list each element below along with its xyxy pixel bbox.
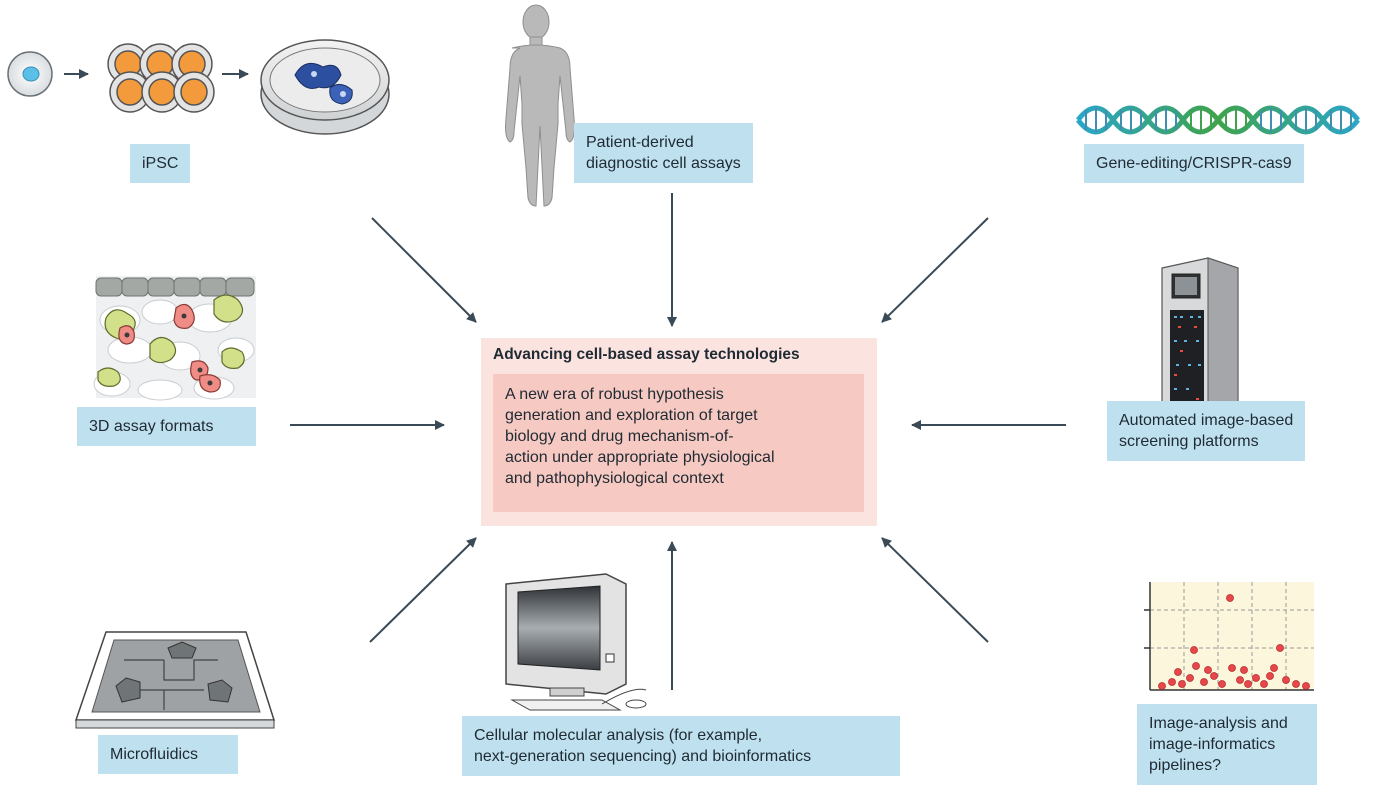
arrow-crispr — [881, 217, 989, 323]
label-automated-screening: Automated image-based screening platform… — [1107, 401, 1306, 461]
label-microfluidics: Microfluidics — [98, 735, 238, 774]
ipsc-illustration — [7, 39, 390, 135]
dna-illustration — [1076, 105, 1360, 135]
label-3d-assay: 3D assay formats — [77, 407, 256, 446]
central-concept-box: Advancing cell-based assay technologies … — [481, 338, 877, 526]
microfluidics-illustration — [74, 631, 276, 729]
3d-assay-illustration — [93, 276, 256, 401]
central-description: A new era of robust hypothesis generatio… — [493, 374, 864, 512]
arrow-image — [881, 537, 989, 643]
central-title: Advancing cell-based assay technologies — [493, 346, 800, 363]
arrow-ipsc — [371, 217, 477, 323]
label-cellular-molecular-analysis: Cellular molecular analysis (for example… — [462, 716, 900, 776]
human-silhouette-illustration — [505, 4, 575, 207]
computer-illustration — [505, 573, 647, 711]
label-image-analysis: Image-analysis and image-informatics pip… — [1137, 704, 1317, 785]
label-patient-derived: Patient-derived diagnostic cell assays — [574, 123, 753, 183]
label-ipsc: iPSC — [130, 144, 191, 183]
arrow-microfluidics — [369, 537, 477, 643]
arrows — [290, 193, 1066, 690]
scatter-plot-illustration — [1144, 582, 1314, 691]
label-crispr: Gene-editing/CRISPR-cas9 — [1084, 144, 1304, 183]
